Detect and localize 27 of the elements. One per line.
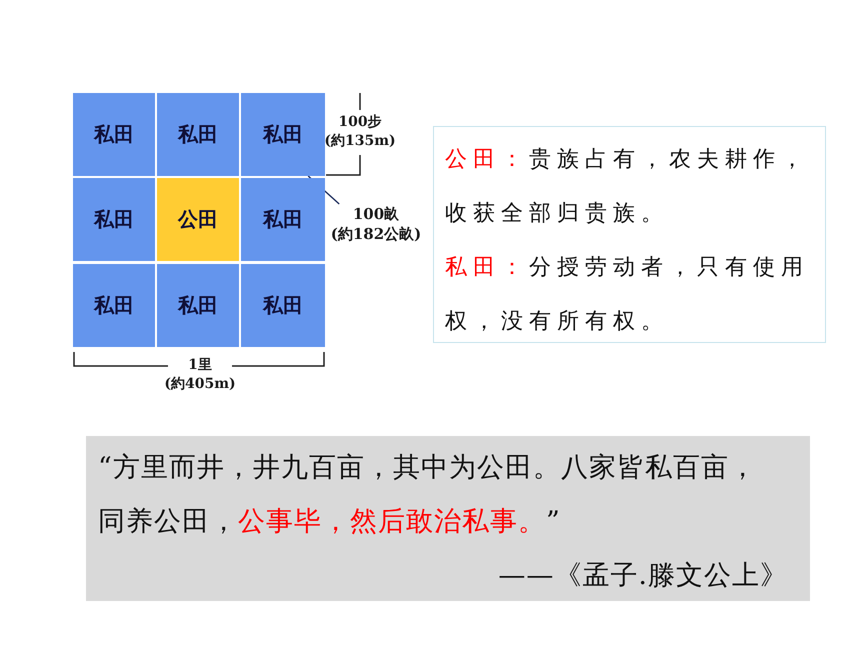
plot-label: 私田: [263, 121, 303, 148]
plot-label: 私田: [263, 206, 303, 233]
citation-text: ——《孟子.滕文公上》: [497, 559, 789, 593]
field-plot: [241, 264, 325, 347]
plot-label: 私田: [94, 206, 134, 233]
field-plot: [157, 178, 239, 261]
field-plot: [241, 178, 325, 261]
field-plot: [73, 178, 155, 261]
dimension-label: 1里 (約405m): [163, 356, 237, 394]
callout-label: 100畝 (約182公畝): [330, 204, 422, 244]
plot-label: 公田: [178, 206, 218, 233]
plot-label: 私田: [263, 292, 303, 319]
field-plot: [73, 264, 155, 347]
field-plot: [157, 264, 239, 347]
definition-text: 公田：贵族占有，农夫耕作，收获全部归贵族。: [445, 146, 810, 228]
field-plot: [241, 93, 325, 176]
plot-label: 私田: [94, 121, 134, 148]
quote-text: “方里而井，井九百亩，其中为公田。八家皆私百亩，同养公田，公事毕，然后敢治私事。”: [98, 451, 758, 539]
plot-label: 私田: [94, 292, 134, 319]
dimension-label: 100步 (約135m): [323, 113, 397, 151]
definition-panel: [433, 126, 826, 343]
field-plot: [73, 93, 155, 176]
field-plot: [157, 93, 239, 176]
plot-label: 私田: [178, 292, 218, 319]
definition-text: 私田：分授劳动者，只有使用权，没有所有权。: [445, 254, 810, 336]
plot-label: 私田: [178, 121, 218, 148]
quote-panel: [86, 436, 810, 601]
